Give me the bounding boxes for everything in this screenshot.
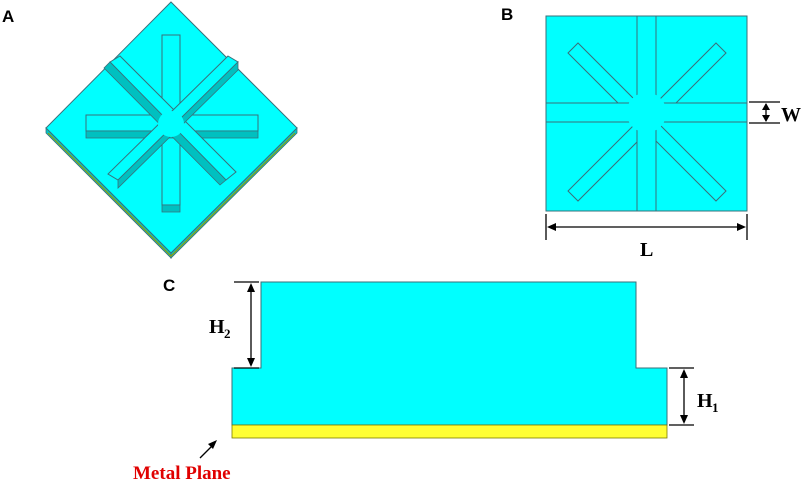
- arm-diagonal-1-outline: [567, 42, 727, 202]
- metal-plane: [231, 424, 668, 439]
- panel-c-side-view: H 2 H 1 Metal Plane: [133, 281, 719, 484]
- panel-a-3d-view: [45, 1, 298, 259]
- l-label: L: [640, 239, 653, 261]
- center-hub: [626, 92, 667, 133]
- h2-arrow-top: [247, 283, 255, 292]
- panel-b-top-view: W L: [545, 15, 801, 261]
- arm-diagonal-2-outline: [567, 42, 727, 202]
- w-arrow-bottom: [762, 115, 770, 122]
- metal-plane-label: Metal Plane: [133, 463, 231, 484]
- l-arrow-left: [547, 223, 556, 231]
- center-hub: [158, 111, 184, 137]
- h2-label-main: H: [209, 316, 225, 338]
- arm-vertical-side: [161, 204, 181, 213]
- stepped-body: [231, 281, 668, 426]
- w-arrow-top: [762, 103, 770, 110]
- l-arrow-right: [737, 223, 746, 231]
- h1-label-main: H: [697, 390, 713, 412]
- h1-arrow-bottom: [680, 415, 688, 424]
- panel-label-b: B: [501, 5, 513, 24]
- metal-plane-pointer-arrow: [208, 440, 217, 449]
- h1-label: H 1: [697, 390, 719, 415]
- panel-label-a: A: [2, 7, 14, 26]
- metal-edge: [47, 132, 296, 257]
- h2-label-sub: 2: [224, 326, 231, 341]
- w-label: W: [781, 104, 801, 126]
- h2-arrow-bottom: [247, 358, 255, 367]
- h1-label-sub: 1: [712, 400, 719, 415]
- h2-label: H 2: [209, 316, 231, 341]
- panel-label-c: C: [163, 276, 175, 295]
- h1-arrow-top: [680, 369, 688, 378]
